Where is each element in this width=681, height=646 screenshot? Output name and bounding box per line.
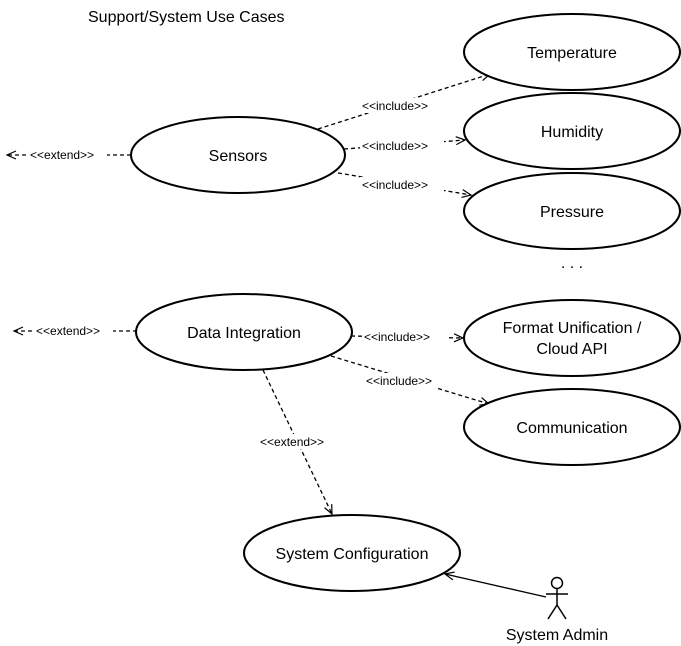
extend-system-config-label: <<extend>> bbox=[260, 435, 324, 449]
use-case-format-unification-label-1: Format Unification / bbox=[503, 320, 642, 337]
sensors-extend-label: <<extend>> bbox=[30, 148, 94, 162]
include-pressure-label: <<include>> bbox=[362, 178, 428, 192]
include-pressure-line bbox=[337, 172, 473, 199]
use-case-system-configuration[interactable]: System Configuration bbox=[243, 514, 461, 592]
actor-system-admin-label: System Admin bbox=[506, 627, 608, 644]
admin-association-line bbox=[443, 571, 547, 598]
use-case-sensors[interactable]: Sensors bbox=[130, 116, 346, 194]
use-case-pressure-label: Pressure bbox=[540, 204, 604, 221]
include-temperature-label: <<include>> bbox=[362, 99, 428, 113]
use-case-data-integration[interactable]: Data Integration bbox=[135, 293, 353, 371]
include-format-label: <<include>> bbox=[364, 330, 430, 344]
use-case-format-unification[interactable]: Format Unification / Cloud API bbox=[463, 299, 681, 377]
use-cases: Sensors Temperature Humidity Pressure . … bbox=[130, 13, 681, 592]
use-case-temperature-label: Temperature bbox=[527, 45, 617, 62]
diagram-title: Support/System Use Cases bbox=[88, 9, 285, 26]
use-case-system-configuration-label: System Configuration bbox=[276, 546, 429, 563]
include-communication-label: <<include>> bbox=[366, 374, 432, 388]
more-sensors-ellipsis: . . . bbox=[561, 255, 583, 272]
stick-figure-icon bbox=[546, 576, 568, 620]
include-humidity-line bbox=[343, 136, 467, 150]
use-case-humidity-label: Humidity bbox=[541, 124, 603, 141]
use-case-communication-label: Communication bbox=[516, 420, 627, 437]
use-case-humidity[interactable]: Humidity bbox=[463, 92, 681, 170]
use-case-temperature[interactable]: Temperature bbox=[463, 13, 681, 91]
use-case-communication[interactable]: Communication bbox=[463, 388, 681, 466]
use-case-pressure[interactable]: Pressure bbox=[463, 172, 681, 250]
include-temperature-line bbox=[317, 72, 492, 130]
use-case-sensors-label: Sensors bbox=[209, 148, 268, 165]
use-case-data-integration-label: Data Integration bbox=[187, 325, 301, 342]
data-integration-extend-label: <<extend>> bbox=[36, 324, 100, 338]
relation-labels: <<extend>> <<include>> <<include>> <<inc… bbox=[27, 98, 448, 449]
use-case-format-unification-label-2: Cloud API bbox=[536, 341, 607, 358]
include-humidity-label: <<include>> bbox=[362, 139, 428, 153]
actor-system-admin[interactable]: System Admin bbox=[506, 576, 608, 645]
